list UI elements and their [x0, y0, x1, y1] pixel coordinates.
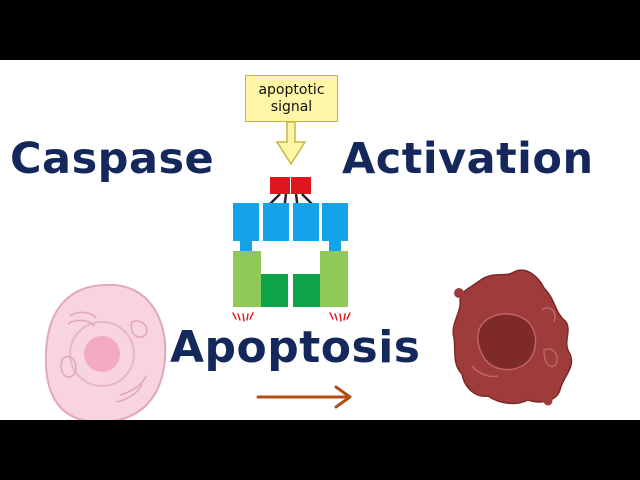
title-caspase: Caspase	[10, 134, 215, 184]
diagram-canvas: Caspase Activation Apoptosis apoptotic s…	[0, 60, 640, 420]
progression-arrow	[256, 385, 352, 409]
healthy-cell-icon	[44, 283, 167, 420]
signal-label-line1: apoptotic	[258, 81, 325, 98]
caspase-complex-icon	[232, 203, 351, 322]
diagram-graphics	[44, 121, 573, 420]
apoptotic-cell-icon	[452, 269, 573, 406]
title-apoptosis: Apoptosis	[170, 322, 421, 373]
signal-label-line2: signal	[270, 98, 313, 115]
title-activation: Activation	[342, 134, 594, 184]
signal-down-arrow	[275, 121, 307, 166]
